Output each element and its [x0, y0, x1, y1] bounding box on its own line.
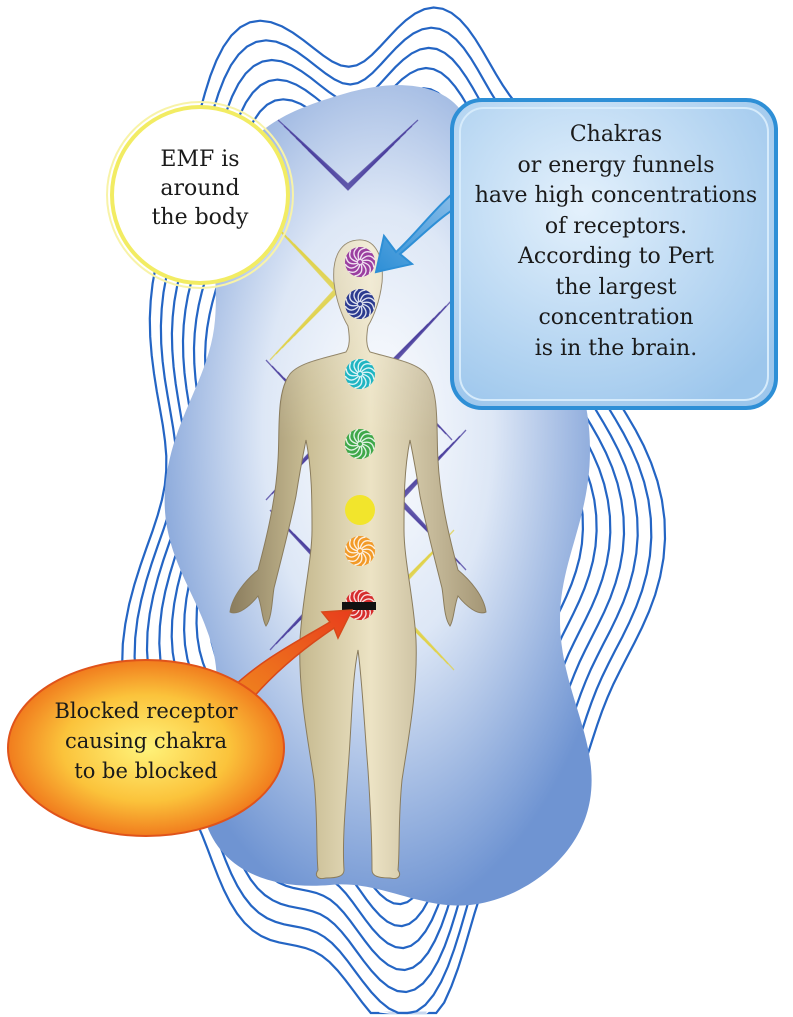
callout-line: causing chakra	[28, 726, 264, 756]
chakra-crown	[345, 247, 375, 277]
callout-line: Chakras	[462, 120, 770, 151]
chakra-throat	[345, 359, 375, 389]
receptor-block-bar	[342, 602, 376, 610]
chakra-third-eye	[345, 289, 375, 319]
callout-line: or energy funnels	[462, 151, 770, 182]
chakra-sacral	[345, 536, 375, 566]
chakra-heart	[345, 429, 375, 459]
callout-line: around	[120, 174, 280, 203]
chakra-solar-plexus	[345, 495, 375, 525]
callout-line: the body	[120, 203, 280, 232]
callout-line: of receptors.	[462, 212, 770, 243]
callout-line: to be blocked	[28, 756, 264, 786]
callout-line: have high concentrations	[462, 181, 770, 212]
callout-line: is in the brain.	[462, 334, 770, 365]
callout-line: According to Pert	[462, 242, 770, 273]
callout-line: concentration	[462, 303, 770, 334]
callout-line: Blocked receptor	[28, 696, 264, 726]
callout-line: EMF is	[120, 145, 280, 174]
callout-line: the largest	[462, 273, 770, 304]
